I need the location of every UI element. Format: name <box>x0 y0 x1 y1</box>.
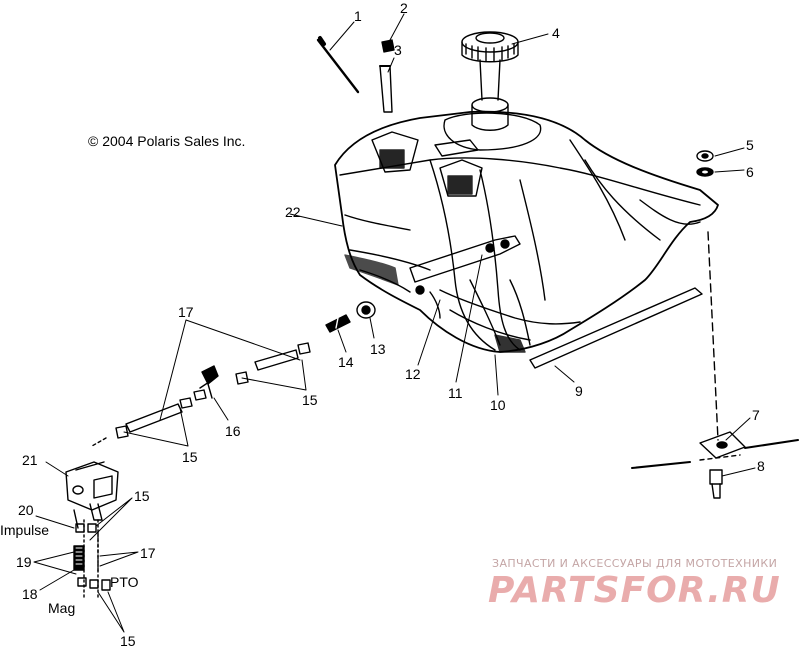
callout-15d: 15 <box>120 633 136 649</box>
callout-10: 10 <box>490 397 506 413</box>
watermark-logo: PARTSFOR.RU <box>488 570 781 610</box>
callout-14: 14 <box>338 354 354 370</box>
callout-15a: 15 <box>302 392 318 408</box>
nuts <box>696 150 714 177</box>
callout-12: 12 <box>405 366 421 382</box>
callout-13: 13 <box>370 341 386 357</box>
pump-hoses <box>73 523 111 591</box>
callout-17a: 17 <box>178 304 194 320</box>
callout-22: 22 <box>285 204 301 220</box>
callout-15c: 15 <box>134 488 150 504</box>
callout-6: 6 <box>746 164 754 180</box>
vent-parts <box>316 36 395 113</box>
callout-18: 18 <box>22 586 38 602</box>
mount-hardware <box>631 231 799 499</box>
callout-5: 5 <box>746 137 754 153</box>
callout-19: 19 <box>16 554 32 570</box>
callout-21: 21 <box>22 452 38 468</box>
callout-15b: 15 <box>182 449 198 465</box>
leader-lines <box>33 13 756 633</box>
label-pto: PTO <box>110 574 139 590</box>
fuel-lines <box>91 342 311 447</box>
fuel-cap <box>461 31 519 131</box>
fuel-tank <box>334 110 719 353</box>
callout-8: 8 <box>757 458 765 474</box>
callout-7: 7 <box>752 407 760 423</box>
callout-11: 11 <box>448 385 463 401</box>
callout-17b: 17 <box>140 545 156 561</box>
watermark-tagline: ЗАПЧАСТИ И АКСЕССУАРЫ ДЛЯ МОТОТЕХНИКИ <box>492 557 778 570</box>
callout-1: 1 <box>354 8 362 24</box>
callout-2: 2 <box>400 0 408 16</box>
watermark-logo-text: PARTSFOR.RU <box>488 570 781 610</box>
callout-16: 16 <box>225 423 241 439</box>
callout-4: 4 <box>552 25 560 41</box>
callout-9: 9 <box>575 383 583 399</box>
tank-strip <box>529 287 703 369</box>
label-impulse: Impulse <box>0 522 50 538</box>
copyright-note: © 2004 Polaris Sales Inc. <box>88 133 246 149</box>
petcock-fittings <box>325 301 376 333</box>
label-mag: Mag <box>48 600 76 616</box>
callout-3: 3 <box>394 42 402 58</box>
callout-20: 20 <box>18 502 34 518</box>
